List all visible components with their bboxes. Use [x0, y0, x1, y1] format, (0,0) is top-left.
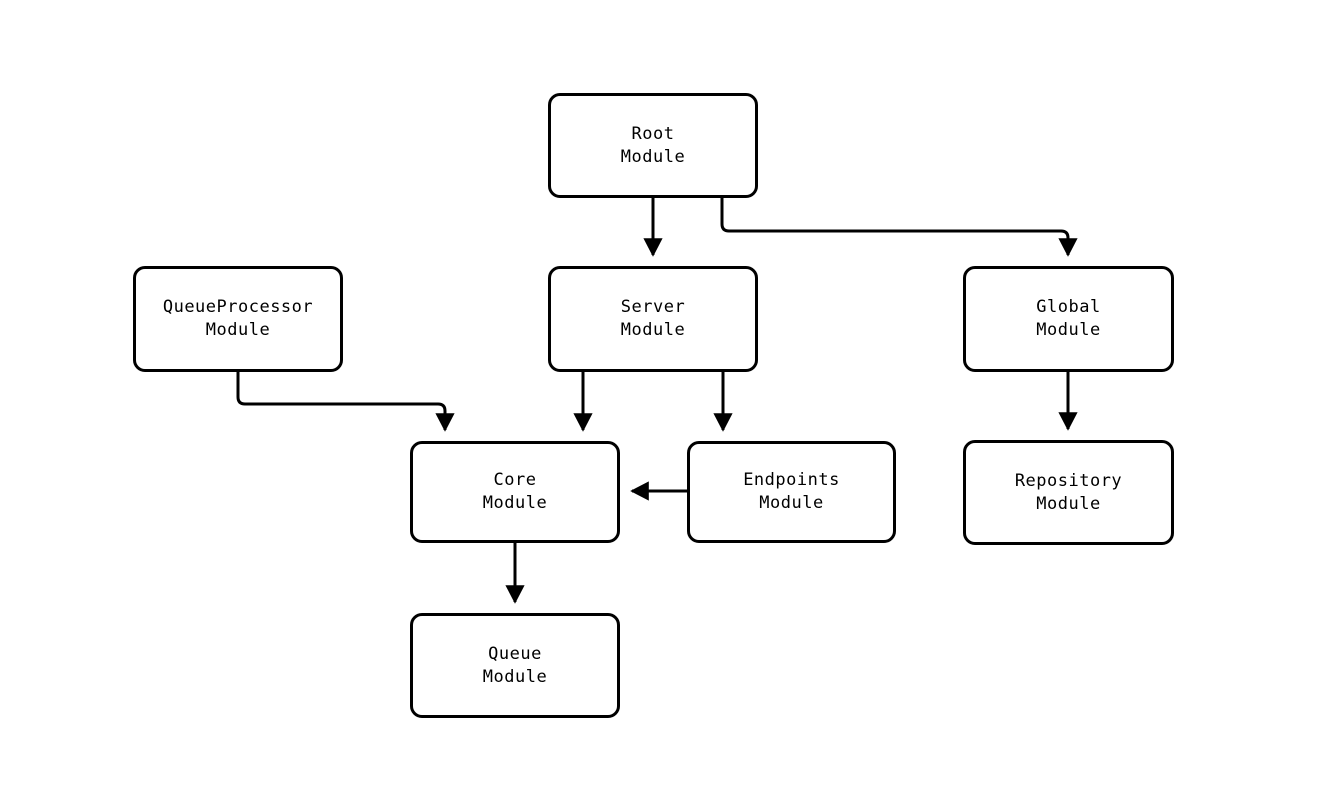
node-core[interactable]: Core Module: [410, 441, 620, 543]
node-global-name: Global: [1036, 297, 1101, 318]
node-endpoints[interactable]: Endpoints Module: [687, 441, 896, 543]
edge-root-to-global: [720, 198, 1078, 257]
node-queueprocessor-name: QueueProcessor: [162, 297, 314, 318]
node-queueprocessor[interactable]: QueueProcessor Module: [133, 266, 343, 372]
node-repository-suffix: Module: [1036, 493, 1101, 514]
node-root-suffix: Module: [620, 146, 686, 167]
node-server[interactable]: Server Module: [548, 266, 758, 372]
node-repository-name: Repository: [1014, 470, 1123, 491]
node-queue-name: Queue: [488, 643, 542, 664]
node-repository[interactable]: Repository Module: [963, 440, 1174, 545]
node-root-name: Root: [631, 123, 675, 144]
node-server-suffix: Module: [620, 320, 686, 340]
node-core-suffix: Module: [482, 493, 548, 513]
node-queue-suffix: Module: [482, 666, 548, 687]
node-queueprocessor-suffix: Module: [205, 320, 271, 340]
node-global[interactable]: Global Module: [963, 266, 1174, 372]
node-endpoints-name: Endpoints: [743, 470, 840, 491]
node-global-suffix: Module: [1036, 320, 1101, 340]
node-queue[interactable]: Queue Module: [410, 613, 620, 718]
node-root[interactable]: Root Module: [548, 93, 758, 198]
node-core-name: Core: [493, 470, 537, 491]
edge-queueprocessor-to-core: [236, 372, 455, 432]
node-endpoints-suffix: Module: [759, 493, 824, 513]
node-server-name: Server: [620, 297, 686, 318]
